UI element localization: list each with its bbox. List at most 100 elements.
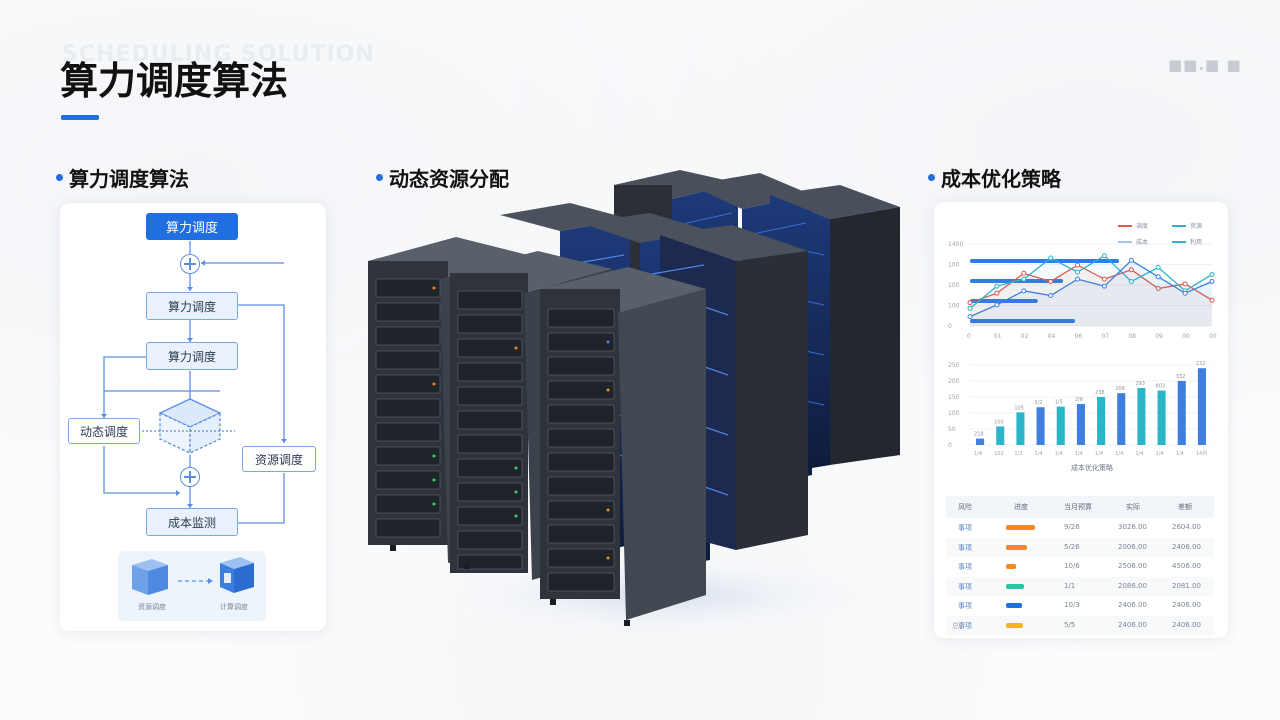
progress-bar	[1006, 544, 1027, 550]
data-point	[994, 283, 1000, 289]
series-area	[970, 260, 1212, 326]
table-cell: 4506.00	[1172, 562, 1201, 570]
table-footer: 总计	[952, 622, 966, 630]
data-point	[994, 290, 1000, 296]
bar-value-label: 105	[1014, 405, 1024, 411]
series-line	[969, 254, 1213, 309]
col-header: 风险	[958, 503, 972, 511]
flow-node-bottom: 成本监测	[146, 508, 238, 536]
x-tick-label: 00	[1209, 333, 1217, 340]
y-tick-label: 50	[948, 426, 956, 433]
data-point	[1209, 297, 1215, 303]
x-tick-label: 1/4	[1095, 451, 1103, 457]
table-cell: 2406.00	[1172, 620, 1201, 629]
y-tick-label: 0	[948, 323, 952, 330]
bar-value-label: 293	[1135, 381, 1145, 387]
status-leds	[432, 286, 610, 560]
x-tick-label: 06	[1075, 333, 1083, 340]
bar	[1117, 393, 1126, 445]
data-point	[1101, 253, 1107, 259]
bar	[1197, 368, 1206, 445]
data-point	[967, 314, 973, 320]
table-cell: 10/3	[1064, 601, 1080, 609]
data-point	[1209, 271, 1215, 277]
table-cell: 2006.00	[1118, 542, 1147, 551]
bar-chart: 2502001501005002181/41051011051/21/21/41…	[948, 361, 1212, 472]
bar-chart-title: 成本优化策略	[1071, 463, 1113, 472]
bar	[1157, 390, 1166, 445]
col-header: 差额	[1178, 503, 1192, 511]
data-point	[1048, 278, 1054, 284]
bar-value-label: 1/2	[1035, 400, 1043, 406]
section-label: 成本优化策略	[941, 167, 1061, 191]
progress-bar	[1006, 603, 1022, 608]
data-point	[1128, 278, 1134, 284]
col-header: 当月预算	[1064, 503, 1092, 511]
table-cell: 事项	[958, 621, 972, 630]
x-tick-label: 0	[967, 333, 971, 340]
table-cell: 2506.00	[1118, 562, 1147, 570]
x-tick-label: 1/4	[1035, 451, 1043, 457]
series-line	[969, 259, 1213, 318]
bar	[1137, 388, 1146, 445]
bar-value-label: 238	[1095, 390, 1105, 396]
junction-plus-icon	[180, 467, 200, 487]
progress-bar	[1006, 583, 1025, 589]
data-point	[1155, 274, 1161, 280]
col-header: 实际	[1126, 503, 1140, 511]
table-cell: 2604.00	[1172, 523, 1201, 531]
bar-value-label: 2/6	[1075, 397, 1083, 403]
data-point	[1075, 276, 1081, 282]
x-tick-label: 09	[1155, 333, 1163, 340]
data-point	[1075, 262, 1081, 268]
flow-node-step1: 算力调度	[146, 292, 238, 320]
table-cell: 事项	[958, 563, 972, 571]
server-units	[375, 278, 615, 592]
x-tick-label: 04	[1048, 333, 1056, 340]
table-cell: 5/5	[1064, 620, 1076, 629]
bar	[1076, 404, 1085, 445]
corner-logo: ■■.■ ■	[1168, 56, 1242, 74]
flow-node-top: 算力调度	[146, 213, 238, 240]
x-tick-label: 1/4	[1135, 451, 1143, 457]
x-tick-label: 00	[1182, 333, 1190, 340]
flow-node-left: 动态调度	[68, 418, 140, 444]
x-tick-label: 1/2	[1014, 451, 1022, 457]
data-point	[994, 302, 1000, 308]
y-tick-label: 100	[948, 410, 960, 417]
y-tick-label: 100	[948, 262, 960, 269]
junction-plus-icon	[180, 254, 200, 274]
server-racks-illustration	[368, 170, 910, 640]
page-title: 算力调度算法	[60, 59, 289, 103]
series-area	[970, 265, 1212, 326]
table-cell: 事项	[958, 602, 972, 610]
icon-label-left: 资源调度	[138, 603, 166, 611]
legend-label: 资源	[1190, 222, 1202, 230]
legend-label: 调度	[1136, 222, 1148, 230]
table-cell: 9/26	[1064, 523, 1080, 531]
legend-label: 利用	[1190, 238, 1202, 246]
x-tick-label: 07	[1101, 333, 1109, 340]
x-tick-label: 08	[1128, 333, 1136, 340]
x-tick-label: 1/4	[1176, 451, 1184, 457]
table-cell: 2081.00	[1172, 581, 1201, 590]
bullet-dot	[376, 174, 383, 181]
table-row: 事项 5/5 2406.00 2406.00	[946, 615, 1214, 635]
table-cell: 5/26	[1064, 542, 1080, 551]
bar	[1016, 412, 1025, 445]
flow-node-step2: 算力调度	[146, 342, 238, 370]
data-point	[1048, 293, 1054, 299]
y-tick-label: 0	[948, 442, 952, 449]
table-cell: 2406.00	[1118, 620, 1147, 629]
table-cell: 事项	[958, 524, 972, 532]
section-label: 算力调度算法	[69, 167, 189, 191]
bullet-dot	[928, 174, 935, 181]
bullet-dot	[56, 174, 63, 181]
section-label: 动态资源分配	[389, 167, 509, 191]
x-tick-label: 02	[1021, 333, 1029, 340]
bar-value-label: 208	[1115, 386, 1125, 392]
table-header: 风险 进度 当月预算 实际 差额	[946, 496, 1214, 518]
table-cell: 2406.00	[1118, 601, 1147, 609]
